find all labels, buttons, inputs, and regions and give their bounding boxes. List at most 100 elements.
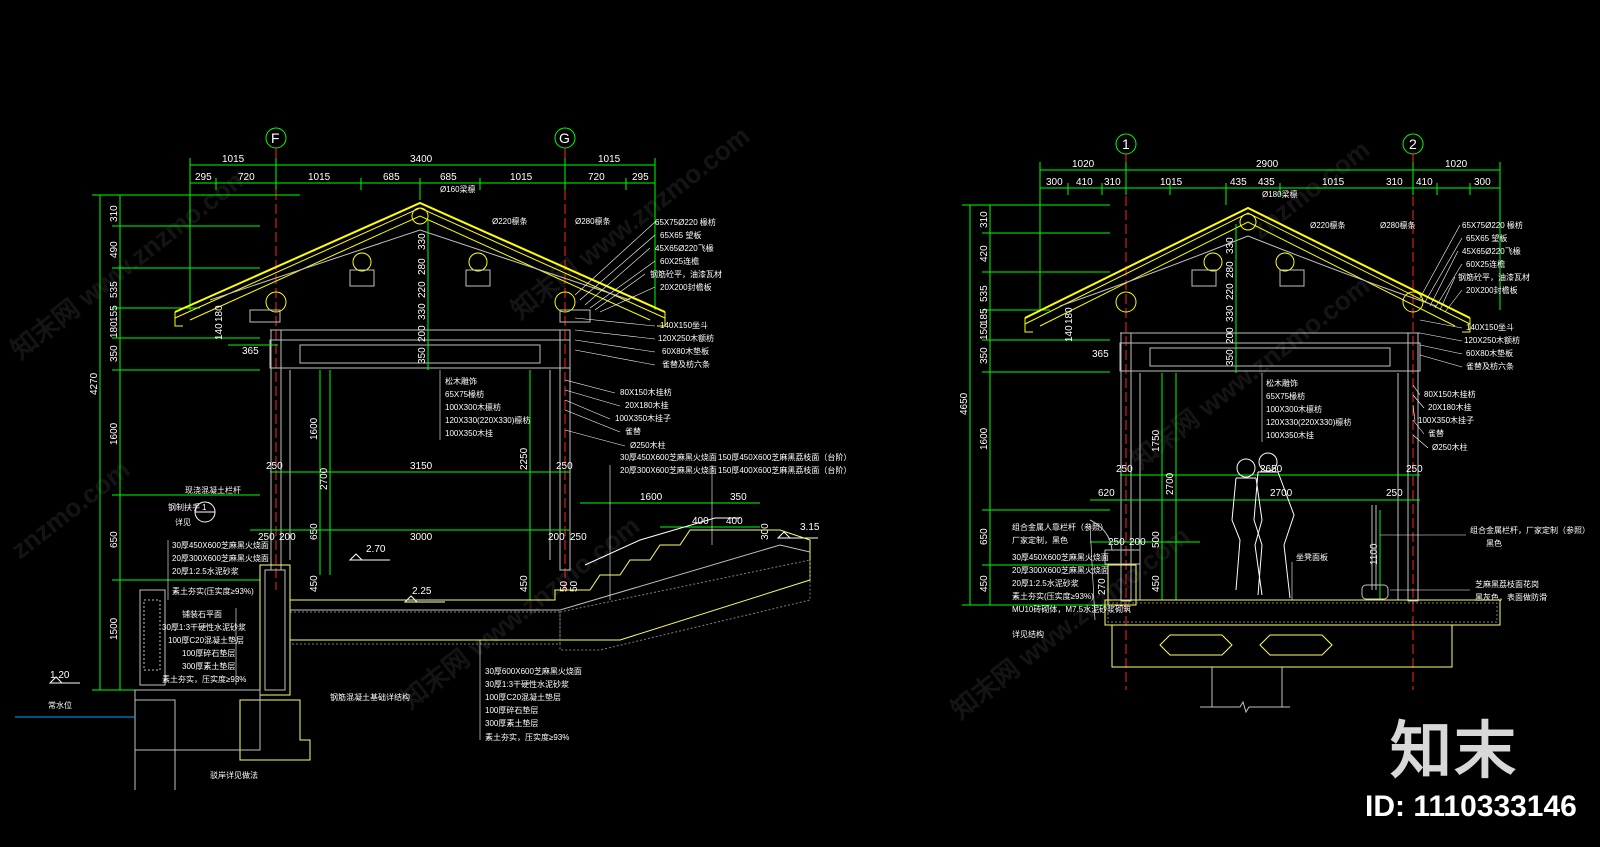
top-dimension-lines	[1039, 162, 1501, 310]
label: Ø160梁檩	[440, 184, 476, 194]
label: 详见	[175, 517, 191, 527]
dim-value: 1020	[1072, 159, 1095, 170]
label: Ø220檩条	[492, 216, 528, 226]
dim-value: 650	[109, 531, 120, 548]
top-dimension-lines	[189, 158, 656, 310]
dim-value: 410	[1416, 177, 1433, 188]
dim-value: 310	[1104, 177, 1121, 188]
label: Ø180梁檩	[1262, 189, 1298, 199]
axis-label: 2	[1409, 136, 1417, 152]
image-id-label: ID: 1110333146	[1365, 790, 1577, 823]
label: 140X150坐斗	[1466, 323, 1514, 332]
dim-value: 50	[569, 580, 580, 592]
label: 松木雕饰	[1266, 378, 1298, 388]
axis-bubble-g: G	[554, 127, 576, 149]
right-top-labels: Ø180梁檩 Ø220檩条 Ø280檩条	[1262, 189, 1416, 230]
dim-value: 535	[979, 285, 990, 302]
label: 铺装石平面	[182, 609, 222, 619]
dim-value: 220	[1225, 283, 1236, 300]
label: 100厚碎石垫层	[485, 705, 538, 715]
dim-value: 250	[556, 461, 573, 472]
dim-value: 450	[979, 575, 990, 592]
label: 100X350木挂	[1266, 430, 1314, 440]
dim-value: 250	[570, 532, 587, 543]
label: 20X200封檐板	[660, 282, 712, 292]
stair-dimension-lines	[228, 344, 760, 528]
inner-dimension-values: 330 280 220 330 200 350 1750 2700 500 45…	[1151, 237, 1380, 592]
dim-value: 1015	[222, 154, 245, 165]
label: MU10砖砌体，M7.5水泥砂浆砌筑	[1012, 604, 1131, 614]
axis-bubble-f: F	[265, 127, 287, 149]
label: 120X250木额枋	[658, 333, 714, 343]
dim-value: 280	[1225, 261, 1236, 278]
dim-value: 330	[417, 303, 428, 320]
axis-bubble-2: 2	[1402, 133, 1424, 155]
left-side-labels: 现浇混凝土栏杆 钢制扶手 详见 1 30厚450X600芝麻黑火烧面 20厚30…	[48, 485, 410, 780]
top-dimension-values: 1015 3400 1015 295 720 1015 685 685 1015…	[195, 154, 649, 183]
right-left-labels: 组合金属人靠栏杆（参照） 厂家定制，黑色 30厚450X600芝麻黑火烧面 20…	[1012, 522, 1131, 639]
axis-label: F	[271, 130, 280, 146]
dim-value: 1015	[1160, 177, 1183, 188]
left-section: F G 1015 3400 1015 295 720 1015 685 685	[15, 127, 851, 790]
dim-value: 200	[279, 532, 296, 543]
label: 现浇混凝土栏杆	[185, 485, 241, 495]
left-dimension-values: 310 490 535 155 180 350 1600 650 1500 42…	[89, 205, 120, 640]
dim-value: 150	[979, 323, 990, 340]
watermark-text: 知末网 www.znzmo.com	[505, 120, 755, 324]
mid-dimension-values: 250 2650 250 620 2700 250 250 200 365 14…	[1064, 307, 1423, 595]
dim-value: 155	[109, 305, 120, 322]
dim-value: 250	[1406, 464, 1423, 475]
dim-value: 250	[258, 532, 275, 543]
left-center-labels: 松木雕饰 65X75椽枋 100X300木檩枋 120X330(220X330)…	[439, 370, 530, 440]
label: 钢筋砼平，油漆瓦材	[650, 269, 722, 279]
dim-value: 1015	[510, 172, 533, 183]
dim-value: 365	[242, 346, 259, 357]
label: 30厚1:3干硬性水泥砂浆	[162, 622, 246, 632]
label: 坐凳面板	[1296, 552, 1328, 562]
dim-value: 350	[109, 345, 120, 362]
dim-value: 2650	[1260, 464, 1283, 475]
label: 驳岸详见做法	[210, 770, 258, 780]
dim-value: 295	[632, 172, 649, 183]
inner-dimension-lines	[250, 220, 570, 600]
label: 雀替及枋六条	[1466, 361, 1514, 371]
elevation-value: 2.70	[366, 544, 386, 555]
label: 60X25连檐	[1466, 259, 1505, 269]
label: 65X75椽枋	[445, 389, 484, 399]
dim-value: 180	[109, 321, 120, 338]
dim-value: 180	[214, 305, 225, 322]
left-dimension-lines	[92, 194, 300, 691]
left-floor-labels: 30厚450X600芝麻黑火烧面 20厚300X600芝麻黑火烧面 150厚45…	[609, 452, 851, 600]
label: 黑色	[1486, 538, 1502, 548]
right-lower-labels: 组合金属栏杆，厂家定制（参照） 黑色 芝麻黑荔枝面花岗 黑灰色，表面做防滑 坐凳…	[1291, 525, 1590, 602]
dim-value: 1600	[640, 492, 663, 503]
label: 20厚300X600芝麻黑火烧面	[1012, 565, 1109, 575]
label: 120X330(220X330)檩枋	[1266, 417, 1351, 427]
dim-value: 420	[979, 245, 990, 262]
dim-value: 330	[1225, 305, 1236, 322]
label: 20X180木挂	[625, 400, 669, 410]
dim-value: 220	[417, 281, 428, 298]
dim-value: 300	[760, 523, 771, 540]
label: 30厚600X600芝麻黑火烧面	[485, 666, 582, 676]
dim-value: 1750	[1151, 429, 1162, 452]
axis-bubble-1: 1	[1115, 133, 1137, 155]
label: 300厚素土垫层	[485, 718, 538, 728]
label: 20厚300X600芝麻黑火烧面	[620, 465, 717, 475]
dim-value: 1100	[1369, 543, 1380, 565]
label: 20X200封檐板	[1466, 285, 1518, 295]
dim-value: 1600	[309, 417, 320, 440]
dim-value: 200	[417, 325, 428, 342]
label: 150厚400X600芝麻黑荔枝面（台阶）	[718, 465, 851, 475]
dim-value: 1015	[598, 154, 621, 165]
right-right-labels: 65X75Ø220 椽枋 65X65 望板 45X65Ø220飞椽 60X25连…	[1418, 220, 1530, 452]
dim-value: 450	[1151, 575, 1162, 592]
label: 80X150木挂枋	[620, 387, 672, 397]
dim-value: 2700	[319, 467, 330, 490]
bench	[1089, 519, 1141, 606]
dim-value: 450	[519, 575, 530, 592]
dim-value: 330	[1225, 237, 1236, 254]
dim-value: 200	[1225, 327, 1236, 344]
frame	[269, 329, 571, 571]
label: 100厚碎石垫层	[182, 648, 235, 658]
